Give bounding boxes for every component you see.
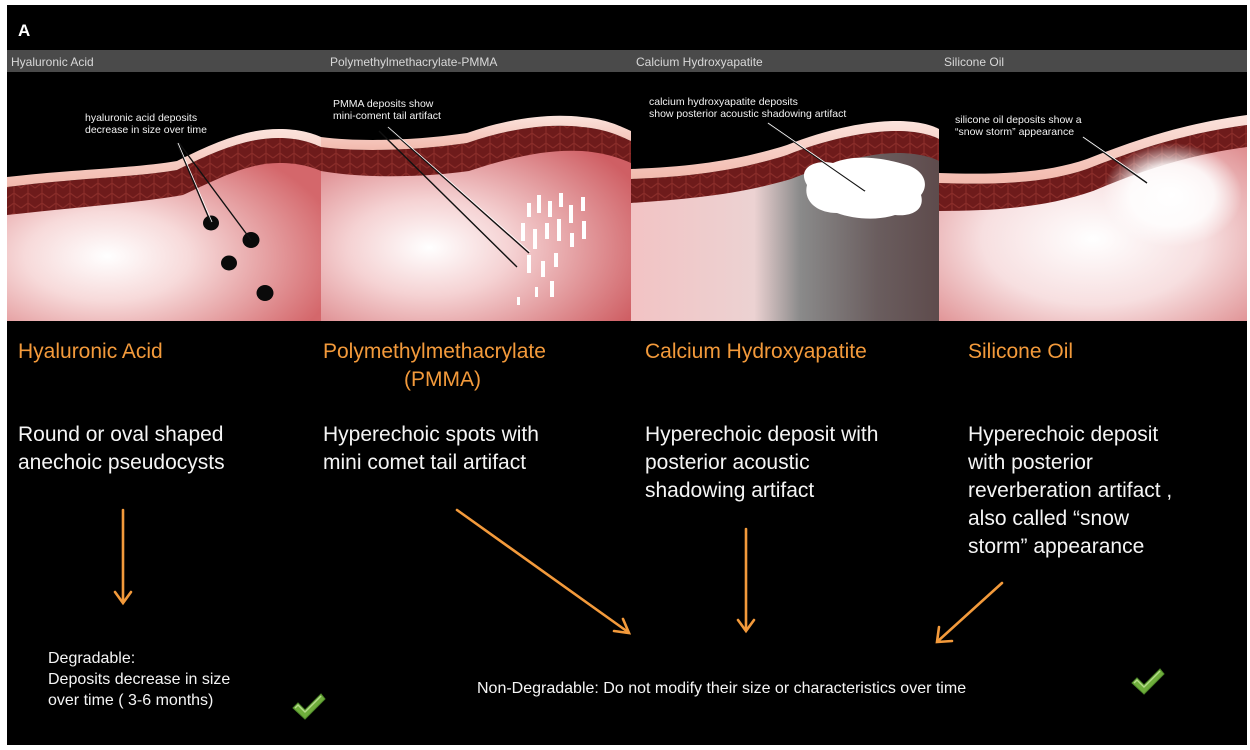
panel-silicone-oil bbox=[939, 115, 1247, 321]
description-pmma: Hyperechoic spots with mini comet tail a… bbox=[323, 421, 539, 477]
arrow-pmma-to-non-degradable bbox=[457, 510, 629, 633]
annotation-silicone-oil: silicone oil deposits show a “snow storm… bbox=[955, 114, 1082, 138]
panel-calcium-hydroxyapatite bbox=[631, 121, 939, 321]
outcome-degradable: Degradable: Deposits decrease in size ov… bbox=[48, 648, 230, 711]
header-label-silicone-oil: Silicone Oil bbox=[944, 55, 1004, 69]
panel-hyaluronic-acid bbox=[7, 129, 321, 321]
checkmark-icon bbox=[1130, 667, 1166, 697]
annotation-hyaluronic-acid: hyaluronic acid deposits decrease in siz… bbox=[85, 112, 207, 136]
arrow-hyaluronic-to-degradable bbox=[115, 510, 131, 603]
arrow-silicone-to-non-degradable bbox=[937, 583, 1002, 642]
title-hyaluronic-acid: Hyaluronic Acid bbox=[18, 338, 163, 365]
title-pmma: Polymethylmethacrylate bbox=[323, 338, 546, 365]
figure: A Hyaluronic Acid Polymethylmethacrylate… bbox=[7, 5, 1247, 745]
arrow-caha-to-non-degradable bbox=[738, 529, 754, 631]
header-label-calcium-hydroxyapatite: Calcium Hydroxyapatite bbox=[636, 55, 763, 69]
ultrasound-illustration-strip bbox=[7, 73, 1247, 321]
title-calcium-hydroxyapatite: Calcium Hydroxyapatite bbox=[645, 338, 867, 365]
header-label-hyaluronic-acid: Hyaluronic Acid bbox=[11, 55, 94, 69]
outcome-non-degradable: Non-Degradable: Do not modify their size… bbox=[477, 678, 966, 699]
annotation-pmma: PMMA deposits show mini-coment tail arti… bbox=[333, 98, 441, 122]
title-silicone-oil: Silicone Oil bbox=[968, 338, 1073, 365]
silicone-snow-storm bbox=[1102, 143, 1242, 247]
annotation-calcium-hydroxyapatite: calcium hydroxyapatite deposits show pos… bbox=[649, 96, 846, 120]
title-pmma-abbreviation: (PMMA) bbox=[404, 366, 481, 393]
panel-pmma bbox=[321, 116, 631, 321]
caha-deposit bbox=[804, 158, 925, 219]
header-label-pmma: Polymethylmethacrylate-PMMA bbox=[330, 55, 497, 69]
checkmark-icon bbox=[291, 692, 327, 722]
description-silicone-oil: Hyperechoic deposit with posterior rever… bbox=[968, 421, 1172, 561]
header-bar bbox=[7, 50, 1247, 72]
description-calcium-hydroxyapatite: Hyperechoic deposit with posterior acous… bbox=[645, 421, 878, 505]
panel-label: A bbox=[18, 21, 30, 41]
description-hyaluronic-acid: Round or oval shaped anechoic pseudocyst… bbox=[18, 421, 225, 477]
